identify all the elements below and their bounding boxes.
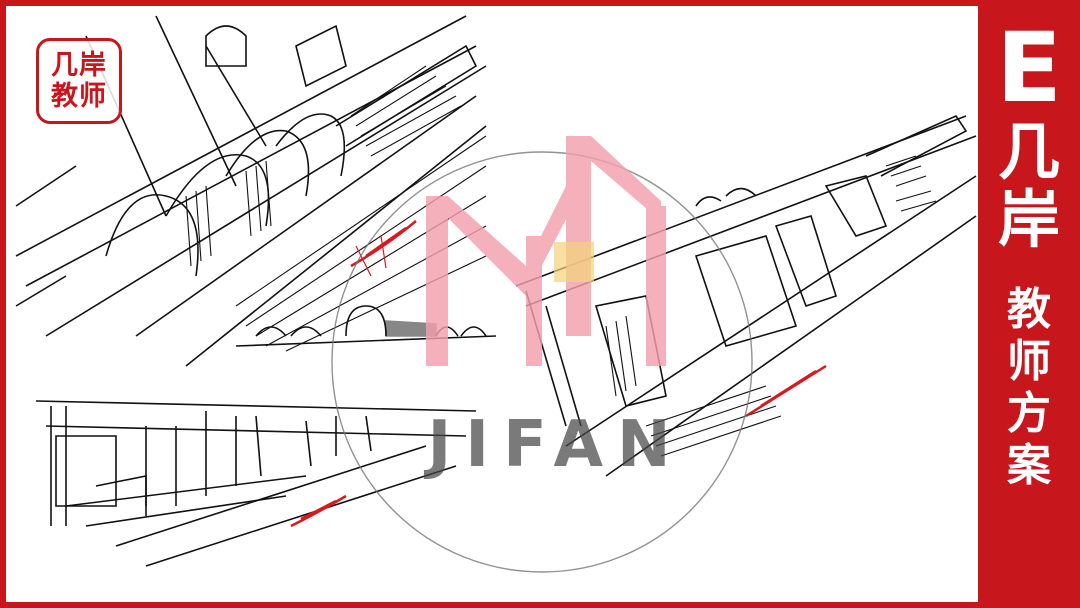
logo-yellow-accent <box>554 242 594 282</box>
stamp-line-2: 教师 <box>51 81 107 112</box>
stamp-line-1: 几岸 <box>51 50 107 81</box>
brand-stamp: 几岸 教师 <box>36 38 122 124</box>
watermark-text: JIFAN <box>427 408 685 482</box>
sidebar-title: E 几岸 教师方案 <box>978 0 1080 608</box>
architectural-sketches <box>15 15 977 573</box>
jifan-m-logo <box>426 136 666 366</box>
sidebar-subtitle: 教师方案 <box>1007 284 1051 491</box>
sketch-elevation-bottom <box>35 400 477 567</box>
sketch-canvas: 几岸 教师 JIFAN <box>6 6 978 602</box>
watermark-circle <box>331 151 753 573</box>
sidebar-big-letter: E <box>996 12 1062 124</box>
sidebar-brand: 几岸 <box>997 115 1060 256</box>
sketch-axonometric-right <box>515 114 977 477</box>
